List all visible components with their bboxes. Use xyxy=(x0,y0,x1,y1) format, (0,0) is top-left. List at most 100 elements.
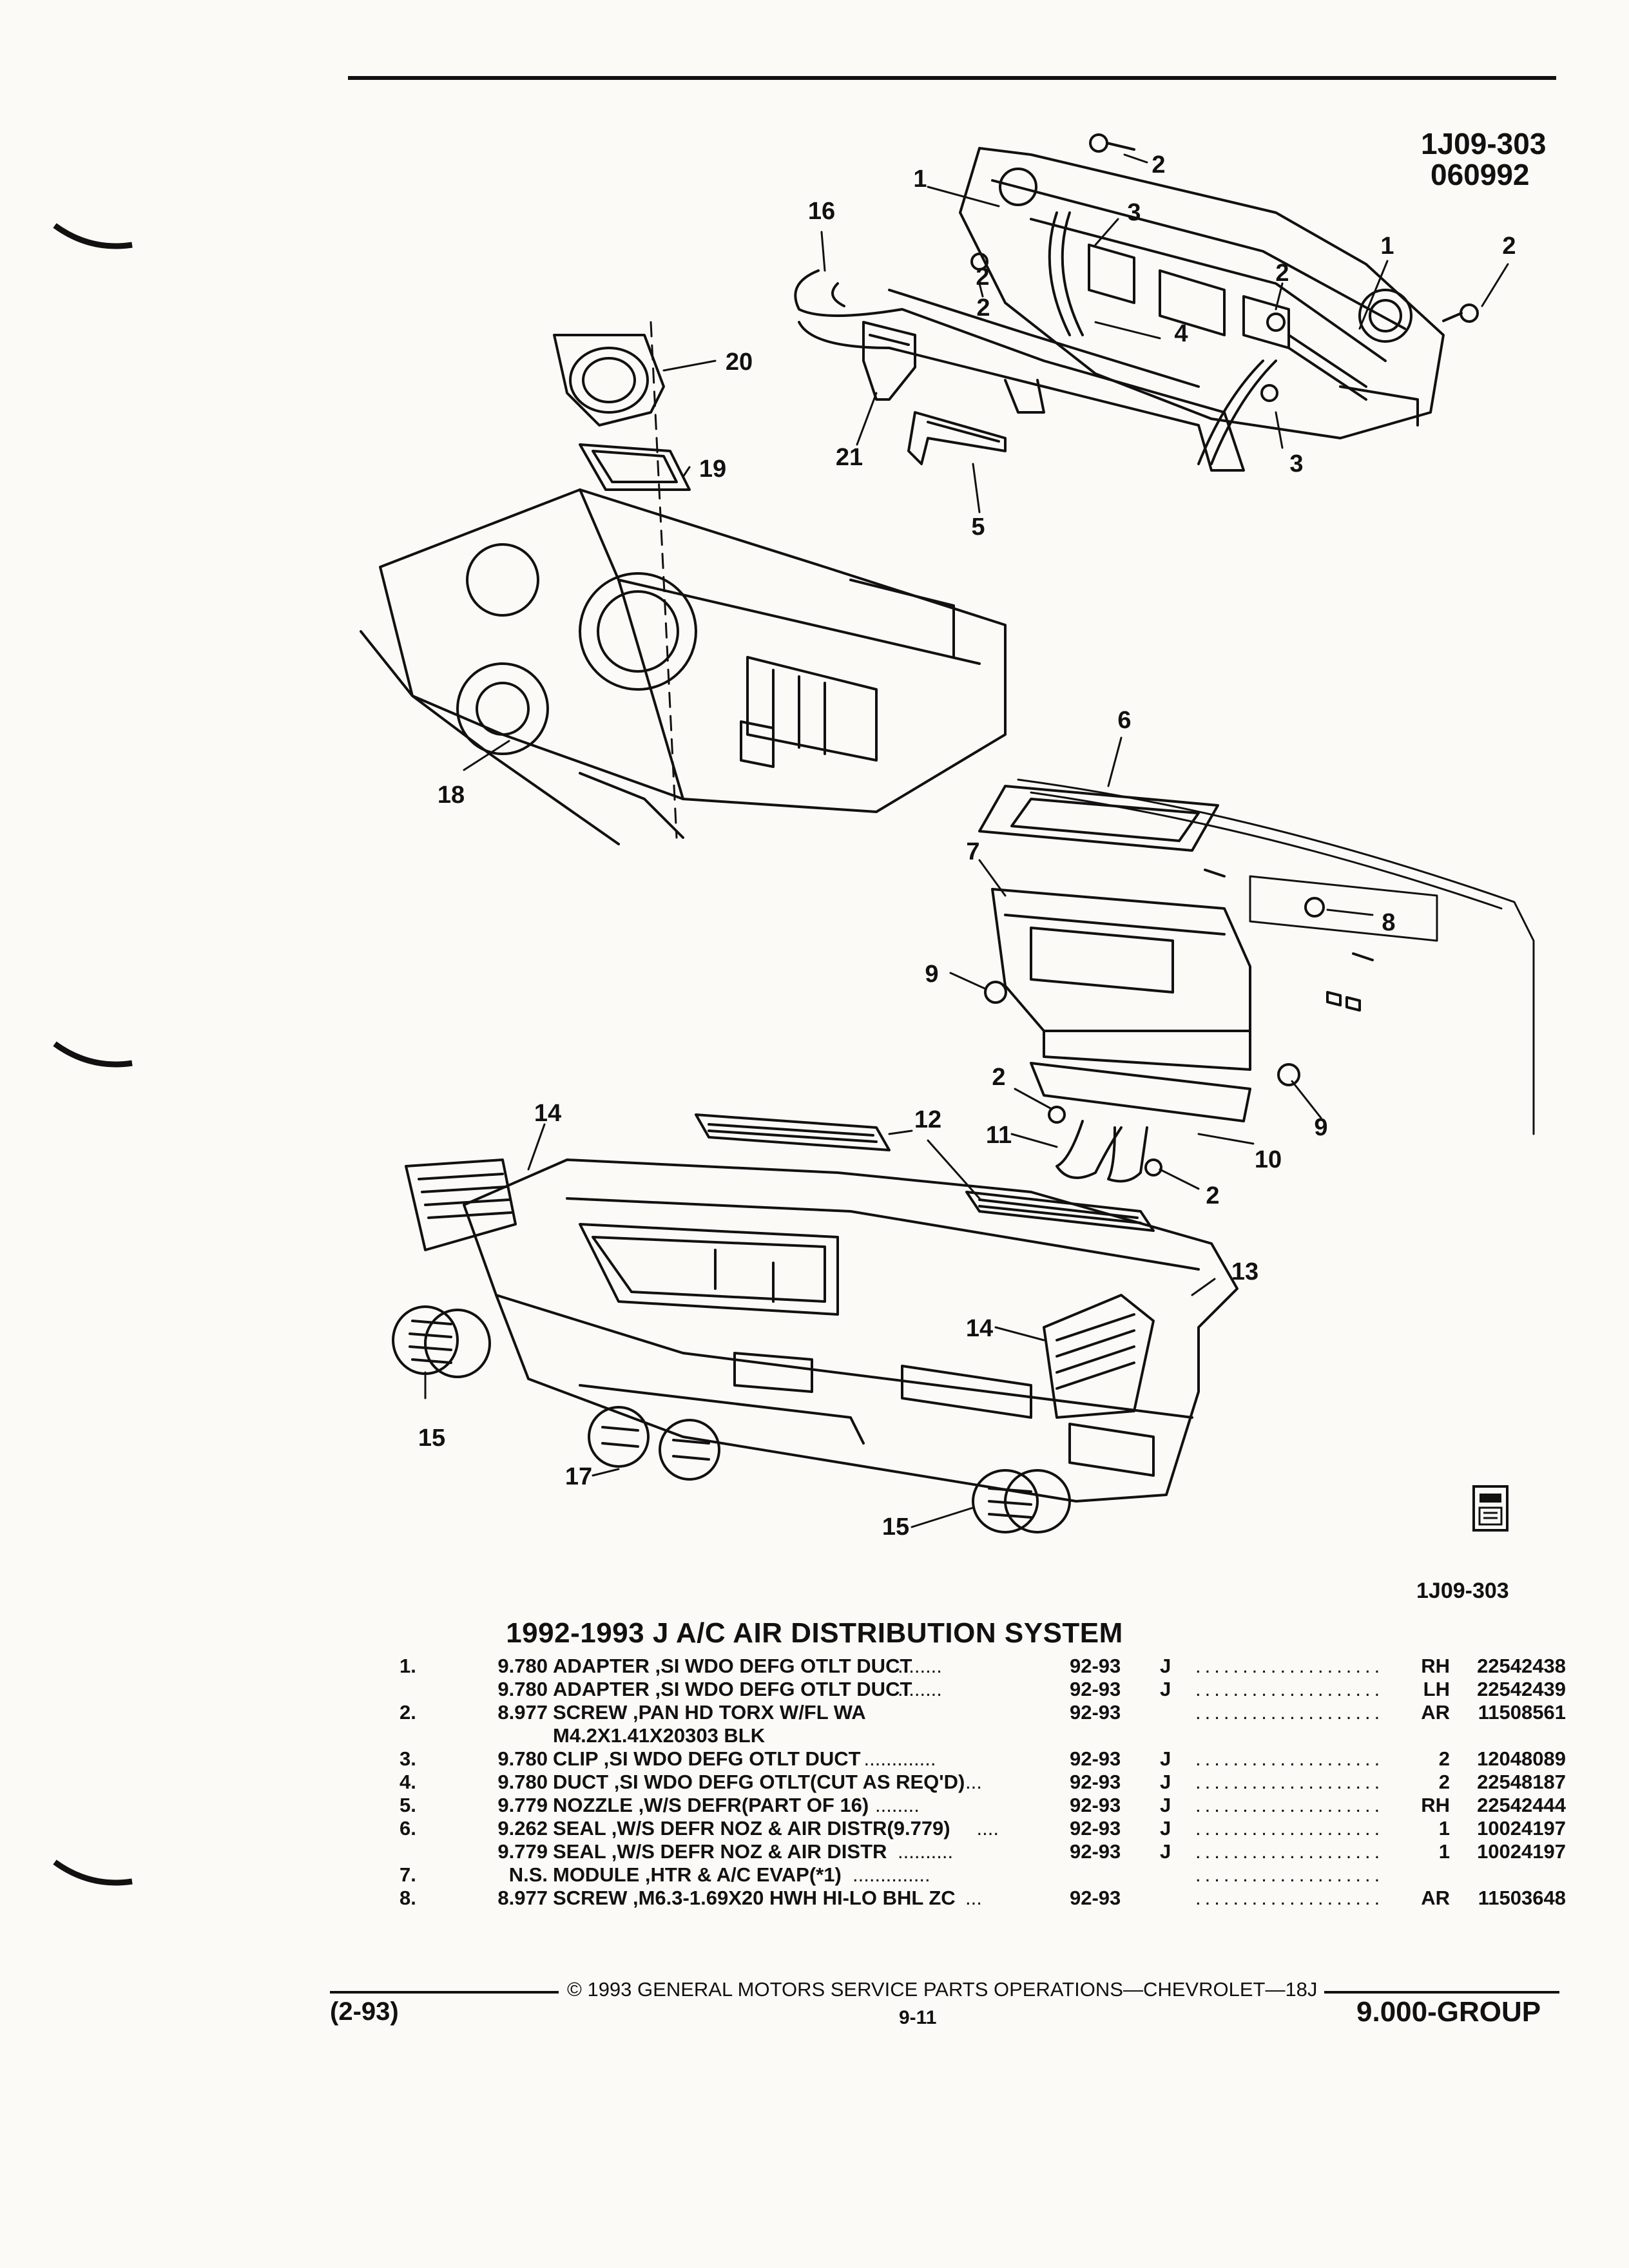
callout-2: 2 xyxy=(992,1064,1006,1091)
part-no: 1. xyxy=(400,1655,416,1677)
part-part-no: 10024197 xyxy=(1477,1840,1566,1863)
part-desc-dots: ............. xyxy=(863,1747,936,1770)
part-no: 2. xyxy=(400,1701,416,1724)
part-group: 9.780 xyxy=(497,1678,548,1700)
callout-12: 12 xyxy=(914,1106,942,1133)
side-window-ducts xyxy=(1048,211,1367,465)
part-years: 92-93 xyxy=(1070,1771,1121,1793)
callout-2: 2 xyxy=(1502,233,1516,260)
defroster-duct-16 xyxy=(794,269,1245,472)
part-qty: AR xyxy=(1421,1701,1450,1724)
callout-6: 6 xyxy=(1117,707,1132,734)
part-qty: 2 xyxy=(1438,1771,1450,1793)
upper-carrier-assembly xyxy=(959,147,1445,439)
part-leader-dots: ................................... xyxy=(1195,1701,1382,1724)
part-desc: ADAPTER ,SI WDO DEFG OTLT DUCT xyxy=(553,1678,912,1700)
binder-mark-top xyxy=(53,223,133,249)
seal-6 xyxy=(978,785,1219,852)
part-leader-dots: ................................... xyxy=(1195,1817,1382,1840)
part-no: 3. xyxy=(400,1747,416,1770)
callout-7: 7 xyxy=(966,838,980,865)
part-leader-dots: ................................... xyxy=(1195,1794,1382,1816)
instrument-panel-pad xyxy=(463,1158,1239,1503)
part-desc-dots: ... xyxy=(965,1887,982,1909)
part-desc: SEAL ,W/S DEFR NOZ & AIR DISTR(9.779) xyxy=(553,1817,950,1840)
part-row: M4.2X1.41X20303 BLK xyxy=(348,1724,1559,1747)
callout-16: 16 xyxy=(807,198,836,225)
fasteners-lower xyxy=(984,869,1374,1177)
part-years: 92-93 xyxy=(1070,1655,1121,1677)
part-desc-dots: ........ xyxy=(898,1678,942,1700)
seal-19 xyxy=(579,443,691,491)
part-group: 9.779 xyxy=(497,1840,548,1863)
part-qty: 1 xyxy=(1438,1817,1450,1840)
center-line xyxy=(650,321,678,839)
part-group: 9.779 xyxy=(497,1794,548,1816)
part-group: 8.977 xyxy=(497,1701,548,1724)
callout-9: 9 xyxy=(1314,1114,1328,1141)
callout-15: 15 xyxy=(418,1425,446,1452)
callout-14: 14 xyxy=(534,1100,562,1127)
part-series: J xyxy=(1160,1747,1171,1770)
callout-2: 2 xyxy=(1206,1182,1220,1209)
page-title: 1992-1993 J A/C AIR DISTRIBUTION SYSTEM xyxy=(506,1617,1123,1649)
footer-rule-right xyxy=(1324,1991,1559,1994)
callout-10: 10 xyxy=(1254,1146,1282,1173)
date-code: 060992 xyxy=(1431,158,1530,191)
outlets-15-17 xyxy=(392,1305,1071,1533)
part-leader-dots: ................................... xyxy=(1195,1887,1382,1909)
fasteners-upper xyxy=(970,133,1479,402)
part-desc: DUCT ,SI WDO DEFG OTLT(CUT AS REQ'D) xyxy=(553,1771,965,1793)
gm-parts-icon xyxy=(1472,1485,1509,1532)
defroster-grilles-12 xyxy=(695,1113,1155,1232)
callout-3: 3 xyxy=(1127,199,1141,226)
footer-group: 9.000-GROUP xyxy=(1356,1996,1541,2028)
part-group: 9.780 xyxy=(497,1655,548,1677)
part-years: 92-93 xyxy=(1070,1701,1121,1724)
air-distributor-7 xyxy=(991,888,1251,1122)
callout-4: 4 xyxy=(1174,320,1188,347)
footer-rule-left xyxy=(330,1991,559,1994)
side-grilles-14 xyxy=(405,1158,1155,1419)
part-desc-dots: ........ xyxy=(875,1794,920,1816)
callout-15: 15 xyxy=(882,1514,910,1541)
part-no: 7. xyxy=(400,1863,416,1886)
part-part-no: 11503648 xyxy=(1478,1887,1566,1909)
part-leader-dots: ................................... xyxy=(1195,1655,1382,1677)
figure-id-top: 1J09-303 xyxy=(1421,127,1547,160)
top-rule xyxy=(348,76,1556,80)
copyright-line: © 1993 GENERAL MOTORS SERVICE PARTS OPER… xyxy=(567,1978,1318,2001)
part-group: N.S. xyxy=(508,1863,548,1886)
callout-20: 20 xyxy=(725,349,753,376)
nozzle-21 xyxy=(862,321,916,401)
part-desc: SCREW ,PAN HD TORX W/FL WA xyxy=(553,1701,866,1724)
part-leader-dots: ................................... xyxy=(1195,1771,1382,1793)
nozzle-5 xyxy=(907,411,1007,465)
part-part-no: 10024197 xyxy=(1477,1817,1566,1840)
callout-13: 13 xyxy=(1231,1258,1259,1285)
part-series: J xyxy=(1160,1794,1171,1816)
part-leader-dots: ................................... xyxy=(1195,1863,1382,1886)
callout-9: 9 xyxy=(925,961,939,988)
part-desc-dots: ... xyxy=(965,1771,982,1793)
part-years: 92-93 xyxy=(1070,1747,1121,1770)
part-years: 92-93 xyxy=(1070,1887,1121,1909)
part-part-no: 22542439 xyxy=(1477,1678,1566,1700)
part-series: J xyxy=(1160,1840,1171,1863)
part-leader-dots: ................................... xyxy=(1195,1840,1382,1863)
part-qty: RH xyxy=(1421,1794,1450,1816)
part-desc-dots: .... xyxy=(976,1817,999,1840)
cowl-lines xyxy=(1017,778,1535,1135)
part-part-no: 11508561 xyxy=(1478,1701,1566,1724)
floor-ducts-11 xyxy=(1055,1120,1148,1183)
callout-17: 17 xyxy=(564,1463,593,1490)
callout-14: 14 xyxy=(965,1315,994,1342)
part-years: 92-93 xyxy=(1070,1840,1121,1863)
footer-page-number: 9-11 xyxy=(899,2007,937,2028)
